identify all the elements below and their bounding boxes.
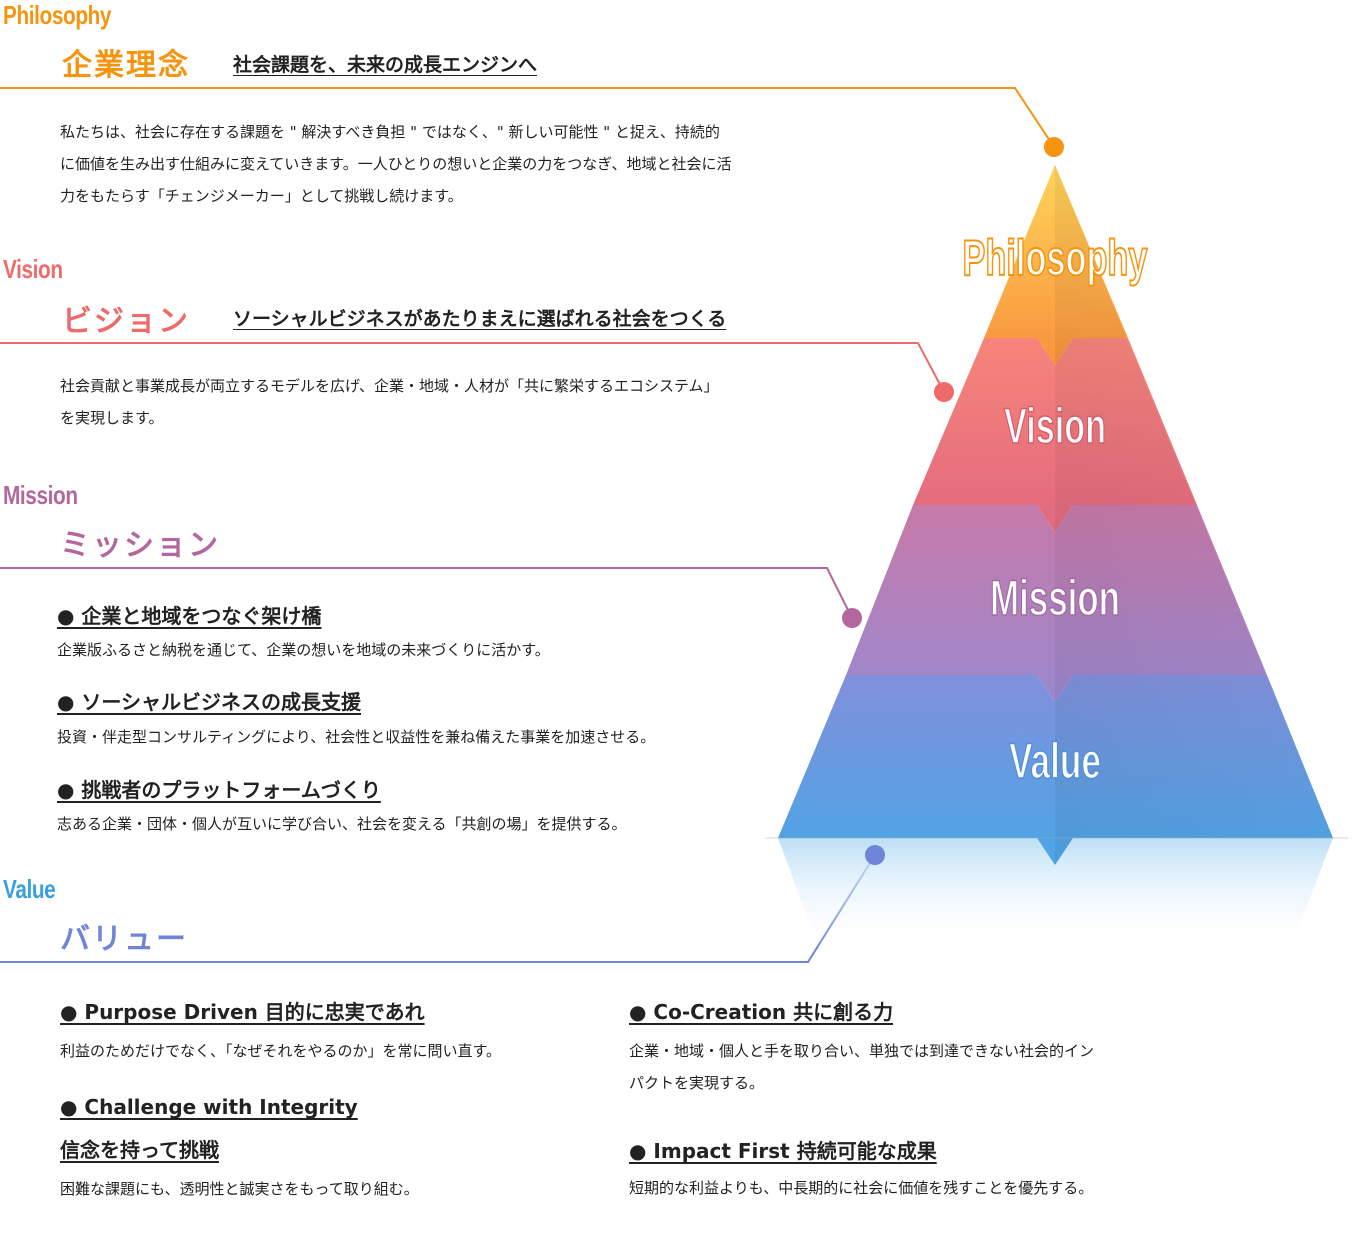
text-line: 私たちは、社会に存在する課題を " 解決すべき負担 " ではなく、" 新しい可能… <box>60 123 720 141</box>
philosophy-subtitle: 社会課題を、未来の成長エンジンへ <box>233 54 538 76</box>
value-en-label: Value <box>3 874 56 904</box>
vision-connector-line <box>0 342 945 393</box>
value-item-title: ● Challenge with Integrity <box>60 1095 358 1119</box>
value-item-text: 企業・地域・個人と手を取り合い、単独では到達できない社会的イン <box>629 1042 1095 1060</box>
value-jp-title: バリュー <box>60 922 188 957</box>
philosophy-description: 私たちは、社会に存在する課題を " 解決すべき負担 " ではなく、" 新しい可能… <box>60 116 732 212</box>
mission-item-title: ● 企業と地域をつなぐ架け橋 <box>57 604 322 628</box>
mission-en-label: Mission <box>3 480 78 510</box>
value-dot <box>865 845 885 865</box>
value-item-text-line2: パクトを実現する。 <box>629 1074 765 1092</box>
mission-item-text: 志ある企業・団体・個人が互いに学び合い、社会を変える「共創の場」を提供する。 <box>57 815 627 833</box>
value-item-title: ● Impact First 持続可能な成果 <box>629 1139 937 1163</box>
mission-item-text: 投資・伴走型コンサルティングにより、社会性と収益性を兼ね備えた事業を加速させる。 <box>57 728 656 746</box>
mission-connector-line <box>0 567 853 619</box>
vision-jp-title: ビジョン <box>62 304 190 339</box>
vision-en-label: Vision <box>3 254 63 284</box>
text-line: を実現します。 <box>60 409 164 427</box>
pyramid-label-vision: Vision <box>1004 398 1106 454</box>
pyramid-label-value: Value <box>1009 733 1101 789</box>
pyramid-reflection <box>778 838 1333 950</box>
pyramid-label-mission: Mission <box>990 570 1120 626</box>
philosophy-jp-title: 企業理念 <box>62 48 190 83</box>
mission-item-title: ● 挑戦者のプラットフォームづくり <box>57 778 381 802</box>
pyramid-label-philosophy: Philosophy <box>963 230 1148 286</box>
value-item-title: ● Co-Creation 共に創る力 <box>629 1000 894 1024</box>
value-item-text: 困難な課題にも、透明性と誠実さをもって取り組む。 <box>60 1180 419 1198</box>
philosophy-connector-line <box>0 87 1055 148</box>
text-line: に価値を生み出す仕組みに変えていきます。一人ひとりの想いと企業の力をつなぎ、地域… <box>60 155 732 173</box>
mission-item-title: ● ソーシャルビジネスの成長支援 <box>57 690 362 714</box>
text-line: 力をもたらす「チェンジメーカー」として挑戦し続けます。 <box>60 187 463 205</box>
philosophy-dot <box>1044 137 1064 157</box>
vision-description: 社会貢献と事業成長が両立するモデルを広げ、企業・地域・人材が「共に繁栄するエコシ… <box>60 370 719 434</box>
value-item-title-line2: 信念を持って挑戦 <box>60 1138 219 1162</box>
philosophy-en-label: Philosophy <box>3 0 112 30</box>
text-line: 社会貢献と事業成長が両立するモデルを広げ、企業・地域・人材が「共に繁栄するエコシ… <box>60 377 719 395</box>
mission-jp-title: ミッション <box>60 528 220 563</box>
mission-item-text: 企業版ふるさと納税を通じて、企業の想いを地域の未来づくりに活かす。 <box>57 641 550 659</box>
vision-subtitle: ソーシャルビジネスがあたりまえに選ばれる社会をつくる <box>233 308 727 330</box>
mission-dot <box>842 608 862 628</box>
value-item-title: ● Purpose Driven 目的に忠実であれ <box>60 1000 425 1024</box>
vision-dot <box>934 382 954 402</box>
value-item-text: 利益のためだけでなく、「なぜそれをやるのか」を常に問い直す。 <box>60 1042 502 1060</box>
value-item-text: 短期的な利益よりも、中長期的に社会に価値を残すことを優先する。 <box>629 1179 1094 1197</box>
